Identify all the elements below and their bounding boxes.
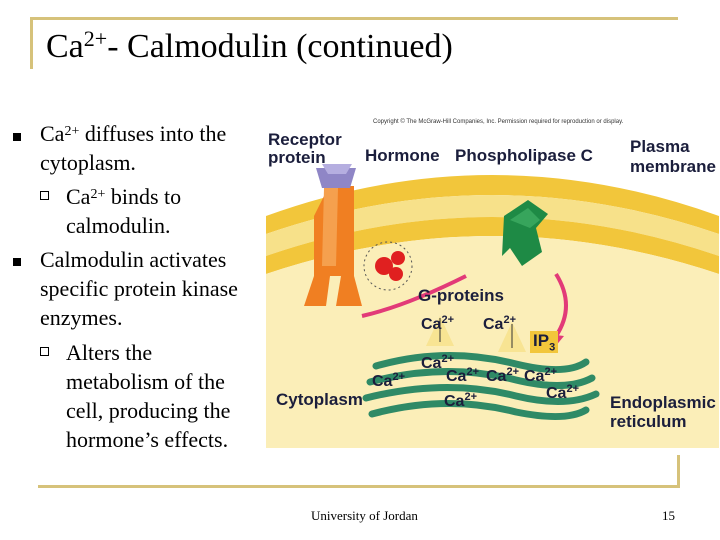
bullet-text: metabolism of the <box>66 369 225 394</box>
bullet-text: Ca <box>66 184 91 209</box>
label-text: Ca <box>421 355 442 372</box>
label-ca-ion: Ca2+ <box>421 314 454 334</box>
bullet-text: binds to <box>105 184 182 209</box>
bullet-square-icon <box>13 258 21 266</box>
title-frame-top <box>30 17 678 20</box>
bullet-text: Ca <box>40 121 65 146</box>
bullet-text: enzymes. <box>40 305 123 330</box>
title-frame-left <box>30 17 33 69</box>
label-hormone: Hormone <box>365 146 440 165</box>
label-superscript: 2+ <box>503 314 516 326</box>
sub-bullet-1: Ca2+ binds to calmodulin. <box>66 182 181 240</box>
label-superscript: 2+ <box>466 366 479 378</box>
label-text: IP <box>533 331 550 350</box>
title-superscript: 2+ <box>83 26 108 51</box>
bullet-superscript: 2+ <box>90 187 106 202</box>
footer-institution: University of Jordan <box>311 508 418 523</box>
label-superscript: 2+ <box>506 366 519 378</box>
label-g-proteins: G-proteins <box>418 286 504 305</box>
label-text: Ca <box>372 373 393 390</box>
label-ca-ion: Ca2+ <box>444 391 477 411</box>
label-cytoplasm: Cytoplasm <box>276 390 363 409</box>
label-text: reticulum <box>610 412 687 431</box>
bullet-text: cell, producing the <box>66 398 231 423</box>
slide-title: Ca2+- Calmodulin (continued) <box>46 26 453 66</box>
bullet-square-icon <box>13 133 21 141</box>
label-text: Ca <box>444 393 465 410</box>
label-text: Endoplasmic <box>610 393 716 412</box>
title-text-rest: - Calmodulin (continued) <box>107 28 453 65</box>
label-superscript: 2+ <box>392 371 405 383</box>
label-text: protein <box>268 148 326 167</box>
bullet-2: Calmodulin activates specific protein ki… <box>40 245 238 332</box>
label-ca-ion: Ca2+ <box>524 366 557 386</box>
label-superscript: 2+ <box>464 391 477 403</box>
label-superscript: 2+ <box>441 353 454 365</box>
title-text: Ca <box>46 28 84 65</box>
label-ca-ion: Ca2+ <box>483 314 516 334</box>
label-ca-ion: Ca2+ <box>421 353 454 373</box>
label-text: Ca <box>546 385 567 402</box>
label-text: Plasma <box>630 137 690 156</box>
label-text: Ca <box>486 368 507 385</box>
bullet-text: calmodulin. <box>66 213 171 238</box>
bullet-text: hormone’s effects. <box>66 427 229 452</box>
label-ca-ion: Ca2+ <box>546 383 579 403</box>
label-phospholipase-c: Phospholipase C <box>455 146 593 165</box>
bullet-text: cytoplasm. <box>40 150 136 175</box>
label-text: membrane <box>630 157 716 176</box>
sub-bullet-hollow-square-icon <box>40 347 49 356</box>
sub-bullet-hollow-square-icon <box>40 191 49 200</box>
label-text: Receptor <box>268 130 342 149</box>
label-superscript: 2+ <box>566 383 579 395</box>
label-text: Ca <box>483 316 504 333</box>
label-superscript: 2+ <box>441 314 454 326</box>
label-ip3: IP3 <box>530 331 559 354</box>
copyright-notice: Copyright © The McGraw-Hill Companies, I… <box>373 119 624 125</box>
label-text: Ca <box>524 368 545 385</box>
bullet-superscript: 2+ <box>64 124 80 139</box>
footer-frame-right <box>677 455 680 488</box>
footer-frame-bottom <box>38 485 680 488</box>
label-text: Ca <box>421 316 442 333</box>
label-ca-ion: Ca2+ <box>486 366 519 386</box>
bullet-text: specific protein kinase <box>40 276 238 301</box>
page-number: 15 <box>662 508 675 523</box>
label-ca-ion: Ca2+ <box>446 366 479 386</box>
label-text: Ca <box>446 368 467 385</box>
bullet-text: Alters the <box>66 340 153 365</box>
bullet-1: Ca2+ diffuses into the cytoplasm. <box>40 119 226 177</box>
bullet-text: diffuses into the <box>79 121 227 146</box>
label-superscript: 2+ <box>544 366 557 378</box>
calmodulin-pathway-diagram <box>266 116 719 448</box>
label-subscript: 3 <box>549 341 556 354</box>
bullet-text: Calmodulin activates <box>40 247 227 272</box>
label-ca-ion: Ca2+ <box>372 371 405 391</box>
sub-bullet-2: Alters the metabolism of the cell, produ… <box>66 338 230 454</box>
